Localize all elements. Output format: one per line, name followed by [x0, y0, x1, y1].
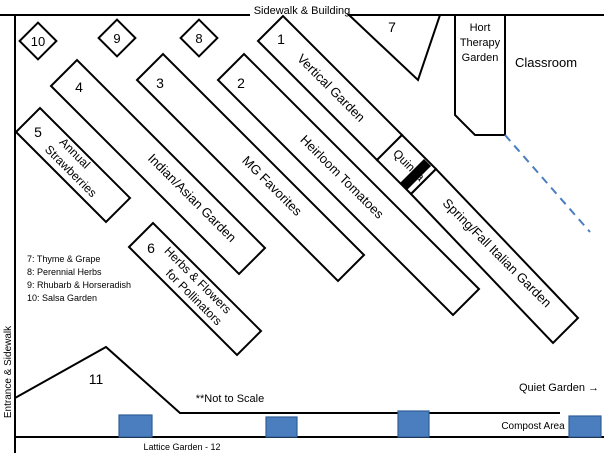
bed-9-diamond — [97, 18, 137, 58]
hort-therapy-line-1: Hort — [470, 22, 491, 34]
bed-1-number: 1 — [277, 31, 285, 47]
blue-box-4 — [568, 415, 602, 438]
bed-7-number: 7 — [388, 19, 396, 35]
top-boundary-label: Sidewalk & Building — [254, 5, 351, 17]
bed-5-annual-strawberries — [14, 106, 132, 224]
bed-4-indian-asian-garden — [49, 58, 267, 276]
spring-fall-italian-garden — [409, 167, 580, 345]
bed-7-triangle — [346, 14, 442, 82]
bed-2-number: 2 — [237, 75, 245, 91]
blue-box-2 — [265, 416, 298, 438]
legend-item-7: 7: Thyme & Grape — [27, 254, 100, 264]
bottom-boundary-label: Lattice Garden - 12 — [143, 442, 220, 452]
quiet-garden-label: Quiet Garden → — [519, 382, 599, 394]
bed-9-number: 9 — [113, 31, 120, 46]
dashed-boundary-line — [504, 134, 591, 233]
bed-6-number: 6 — [147, 240, 155, 256]
legend-item-9: 9: Rhubarb & Horseradish — [27, 280, 131, 290]
bed-10-diamond — [18, 21, 58, 61]
left-boundary-label: Entrance & Sidewalk — [3, 325, 14, 418]
legend-item-10: 10: Salsa Garden — [27, 293, 97, 303]
compost-area-label: Compost Area — [501, 421, 565, 432]
bed-4-number: 4 — [75, 79, 83, 95]
hort-therapy-line-3: Garden — [462, 52, 499, 64]
quinoa-marker — [400, 159, 431, 190]
bed-3-number: 3 — [156, 75, 164, 91]
bed-6-herbs-flowers — [127, 221, 263, 357]
bed-10-number: 10 — [31, 34, 45, 49]
blue-box-1 — [118, 414, 153, 438]
bed-8-number: 8 — [195, 31, 202, 46]
blue-box-3 — [397, 410, 430, 438]
legend-item-8: 8: Perennial Herbs — [27, 267, 102, 277]
bed-11-number: 11 — [89, 371, 104, 387]
bed-2-heirloom-tomatoes — [216, 52, 481, 317]
hort-therapy-line-2: Therapy — [460, 37, 501, 49]
bed-3-mg-favorites — [135, 52, 366, 283]
bed-5-number: 5 — [34, 124, 42, 140]
top-label-bg — [250, 3, 354, 17]
bed-8-diamond — [179, 18, 219, 58]
hort-therapy-garden — [454, 14, 506, 136]
bed-11-boundary — [14, 345, 560, 414]
not-to-scale-note: **Not to Scale — [196, 393, 264, 405]
classroom-label: Classroom — [515, 55, 577, 70]
